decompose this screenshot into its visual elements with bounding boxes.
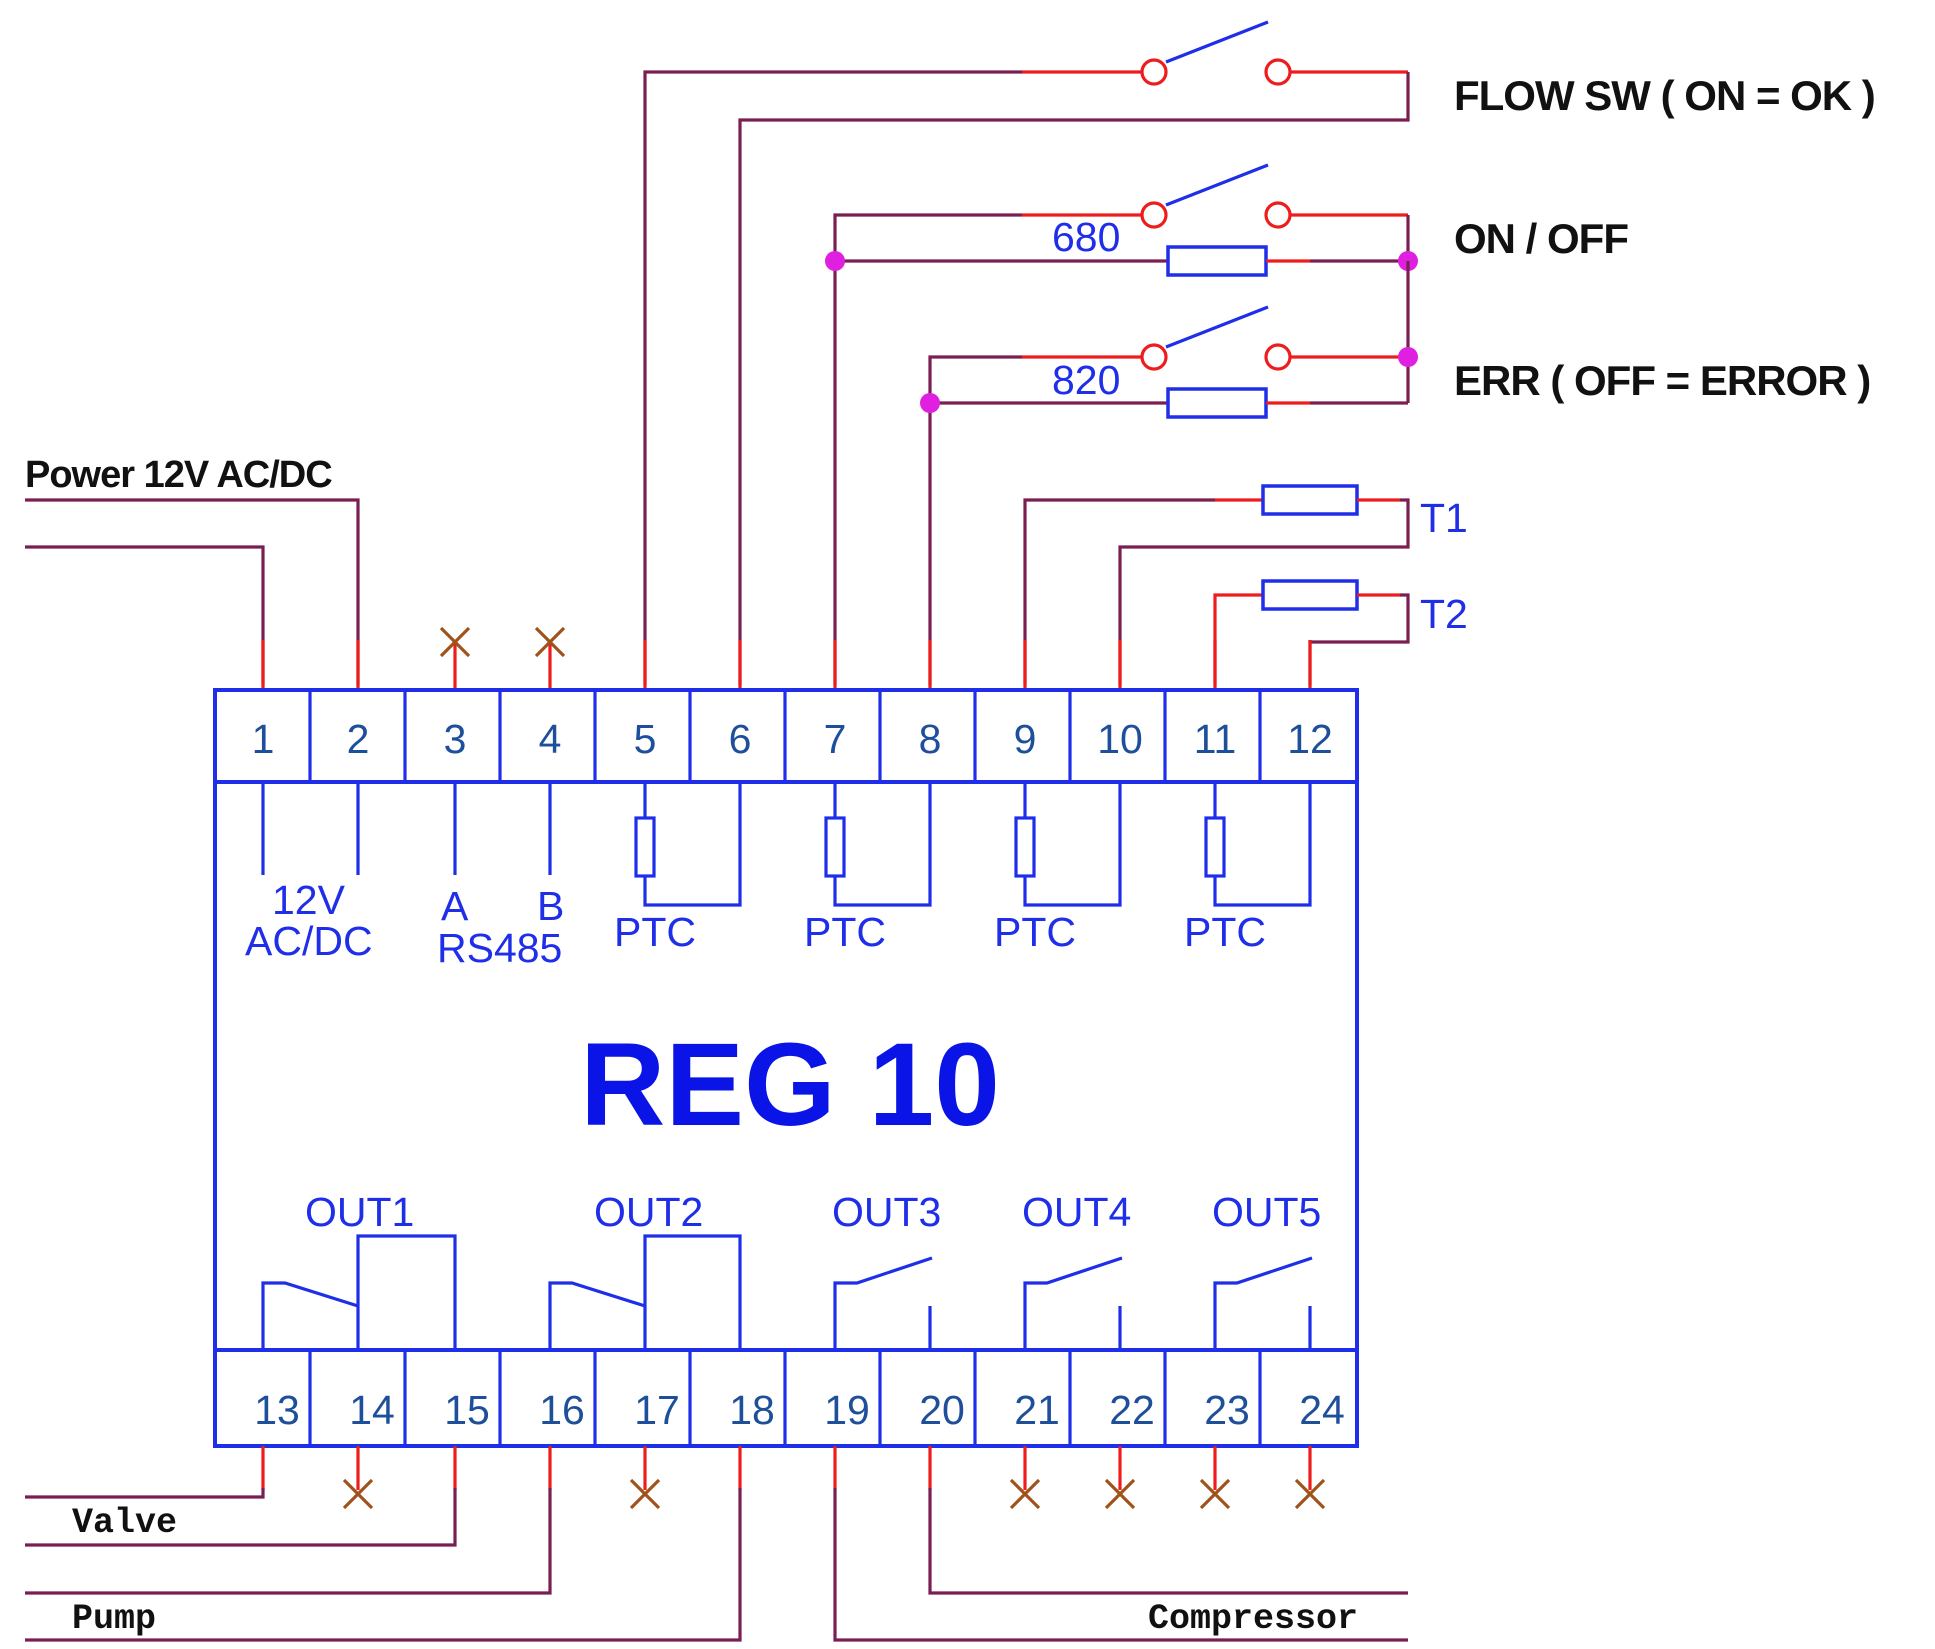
- pump-label: Pump: [72, 1599, 156, 1639]
- no-connect-marker-terminal-21: [1009, 1478, 1041, 1510]
- terminal-number: 18: [729, 1387, 775, 1433]
- err-circuit: [920, 261, 1418, 685]
- ptc-label: PTC: [804, 909, 886, 955]
- top-terminal-numbers: 1 2 3 4 5 6 7 8 9 10 11 12: [252, 716, 1333, 762]
- terminal-number: 4: [539, 716, 562, 762]
- no-connect-marker-terminal-22: [1104, 1478, 1136, 1510]
- ptc-sensor-5-6: [634, 782, 742, 907]
- t1-sensor-label: T1: [1420, 495, 1468, 541]
- terminal-number: 15: [444, 1387, 490, 1433]
- terminal-number: 23: [1204, 1387, 1250, 1433]
- resistor-820-label: 820: [1052, 357, 1120, 403]
- junction-dot: [825, 251, 845, 271]
- terminal-number: 22: [1109, 1387, 1155, 1433]
- valve-label: Valve: [72, 1503, 177, 1543]
- terminal-number: 8: [919, 716, 942, 762]
- rs485-label: RS485: [437, 925, 562, 971]
- flow-switch-label: FLOW SW ( ON = OK ): [1454, 72, 1875, 119]
- on-off-circuit: [825, 163, 1418, 685]
- top-terminal-leads: [261, 640, 1312, 690]
- relay-out4-contact: [1023, 1256, 1123, 1350]
- compressor-label: Compressor: [1148, 1599, 1358, 1639]
- terminal-number: 19: [824, 1387, 870, 1433]
- ptc-label: PTC: [1184, 909, 1266, 955]
- terminal-number: 12: [1287, 716, 1333, 762]
- terminal-number: 5: [634, 716, 657, 762]
- power-label-12v: 12V: [272, 877, 346, 923]
- no-connect-marker-terminal-17: [629, 1478, 661, 1510]
- out4-label: OUT4: [1022, 1189, 1131, 1235]
- no-connect-marker-terminal-4: [534, 626, 566, 658]
- bottom-terminal-leads: [261, 1446, 1312, 1490]
- terminal-number: 9: [1014, 716, 1037, 762]
- top-terminal-strip: [215, 690, 1357, 784]
- terminal-number: 7: [824, 716, 847, 762]
- power-wiring: [25, 498, 360, 685]
- out1-label: OUT1: [305, 1189, 414, 1235]
- no-connect-marker-terminal-3: [439, 626, 471, 658]
- terminal-number: 1: [252, 716, 275, 762]
- inner-top-leads: [261, 782, 552, 875]
- rs485-a-label: A: [441, 883, 469, 929]
- no-connect-marker-terminal-14: [342, 1478, 374, 1510]
- resistor-680-label: 680: [1052, 214, 1120, 260]
- valve-wiring: [25, 1488, 457, 1547]
- junction-dot: [920, 393, 940, 413]
- t1-sensor-circuit: [1023, 484, 1410, 685]
- error-label: ERR ( OFF = ERROR ): [1454, 357, 1870, 404]
- no-connect-marker-terminal-23: [1199, 1478, 1231, 1510]
- terminal-number: 17: [634, 1387, 680, 1433]
- bottom-terminal-numbers: 13 14 15 16 17 18 19 20 21 22 23 24: [254, 1387, 1345, 1433]
- bottom-terminal-strip: [215, 1348, 1357, 1446]
- terminal-number: 2: [347, 716, 370, 762]
- t2-sensor-label: T2: [1420, 591, 1468, 637]
- device-title: REG 10: [580, 1019, 1000, 1151]
- terminal-number: 14: [349, 1387, 395, 1433]
- ptc-label: PTC: [994, 909, 1076, 955]
- compressor-wiring: [833, 1488, 1408, 1642]
- out5-label: OUT5: [1212, 1189, 1321, 1235]
- terminal-number: 21: [1014, 1387, 1060, 1433]
- terminal-number: 11: [1194, 716, 1237, 762]
- terminal-number: 3: [444, 716, 467, 762]
- power-supply-label: Power 12V AC/DC: [25, 454, 332, 496]
- terminal-number: 10: [1097, 716, 1143, 762]
- terminal-number: 20: [919, 1387, 965, 1433]
- pump-wiring: [25, 1488, 742, 1642]
- on-off-label: ON / OFF: [1454, 215, 1628, 262]
- out3-label: OUT3: [832, 1189, 941, 1235]
- ptc-sensor-9-10: [1014, 782, 1122, 907]
- no-connect-marker-terminal-24: [1294, 1478, 1326, 1510]
- ptc-label: PTC: [614, 909, 696, 955]
- ptc-sensor-11-12: [1204, 782, 1312, 907]
- flow-switch-circuit: [643, 20, 1410, 685]
- junction-dot: [1398, 347, 1418, 367]
- relay-out1-changeover: [261, 1234, 457, 1350]
- relay-out5-contact: [1213, 1256, 1313, 1350]
- relay-out3-contact: [833, 1256, 933, 1350]
- terminal-number: 24: [1299, 1387, 1345, 1433]
- out2-label: OUT2: [594, 1189, 703, 1235]
- power-label-acdc: AC/DC: [245, 918, 373, 964]
- relay-out2-changeover: [548, 1234, 742, 1350]
- terminal-number: 16: [539, 1387, 585, 1433]
- ptc-sensor-7-8: [824, 782, 932, 907]
- terminal-number: 6: [729, 716, 752, 762]
- rs485-b-label: B: [537, 883, 564, 929]
- terminal-number: 13: [254, 1387, 300, 1433]
